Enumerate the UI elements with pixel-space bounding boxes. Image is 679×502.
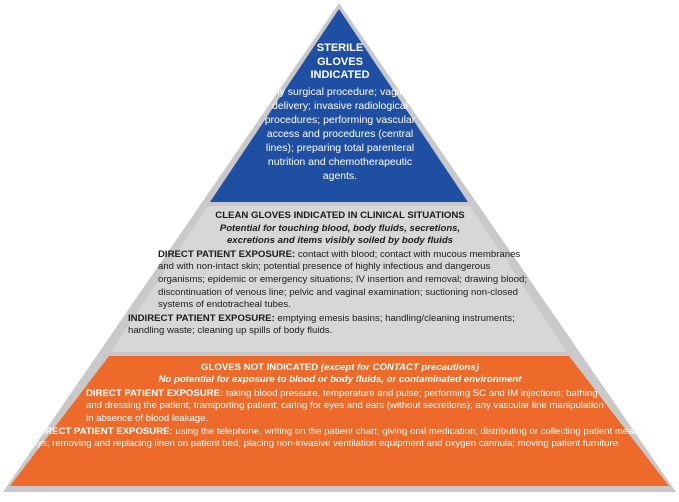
top-tier-description: Any surgical procedure; vaginal delivery… [264,85,416,182]
middle-direct-label: DIRECT PATIENT EXPOSURE: [158,248,296,260]
bottom-heading-main: GLOVES NOT INDICATED [201,362,319,373]
top-heading-line2: GLOVES [317,55,363,68]
top-tier-heading: STERILE GLOVES INDICATED [200,42,480,83]
middle-tier-subheading: Potential for touching blood, body fluid… [219,222,461,247]
bottom-indirect-text: using the telephone; writing on the pati… [26,426,636,450]
middle-tier-text: CLEAN GLOVES INDICATED IN CLINICAL SITUA… [110,210,570,338]
middle-indirect-exposure: INDIRECT PATIENT EXPOSURE: emptying emes… [110,313,570,338]
bottom-tier-shape [10,356,669,486]
bottom-direct-text: taking blood pressure, temperature and p… [86,387,604,424]
middle-direct-exposure: DIRECT PATIENT EXPOSURE: contact with bl… [110,249,570,312]
bottom-indirect-exposure: INDIRECT PATIENT EXPOSURE: using the tel… [22,426,658,451]
top-heading-line3: INDICATED [310,69,370,81]
middle-tier-shape [111,206,567,352]
bottom-tier-heading: GLOVES NOT INDICATED (except for CONTACT… [22,362,658,374]
bottom-direct-exposure: DIRECT PATIENT EXPOSURE: taking blood pr… [22,388,658,425]
top-tier-text: STERILE GLOVES INDICATED Any surgical pr… [200,42,480,183]
middle-tier-heading: CLEAN GLOVES INDICATED IN CLINICAL SITUA… [215,210,465,221]
top-tier-shape [210,9,468,202]
bottom-indirect-label: INDIRECT PATIENT EXPOSURE: [26,426,173,438]
bottom-heading-note: (except for CONTACT precautions) [318,362,479,373]
middle-indirect-label: INDIRECT PATIENT EXPOSURE: [128,312,275,324]
middle-indirect-text: emptying emesis basins; handling/cleanin… [128,312,515,337]
top-heading-line1: STERILE [316,42,364,54]
middle-direct-text: contact with blood; contact with mucous … [158,248,528,311]
bottom-tier-subheading: No potential for exposure to blood or bo… [158,374,522,386]
bottom-tier-text: GLOVES NOT INDICATED (except for CONTACT… [22,362,658,451]
bottom-direct-label: DIRECT PATIENT EXPOSURE: [86,387,224,399]
